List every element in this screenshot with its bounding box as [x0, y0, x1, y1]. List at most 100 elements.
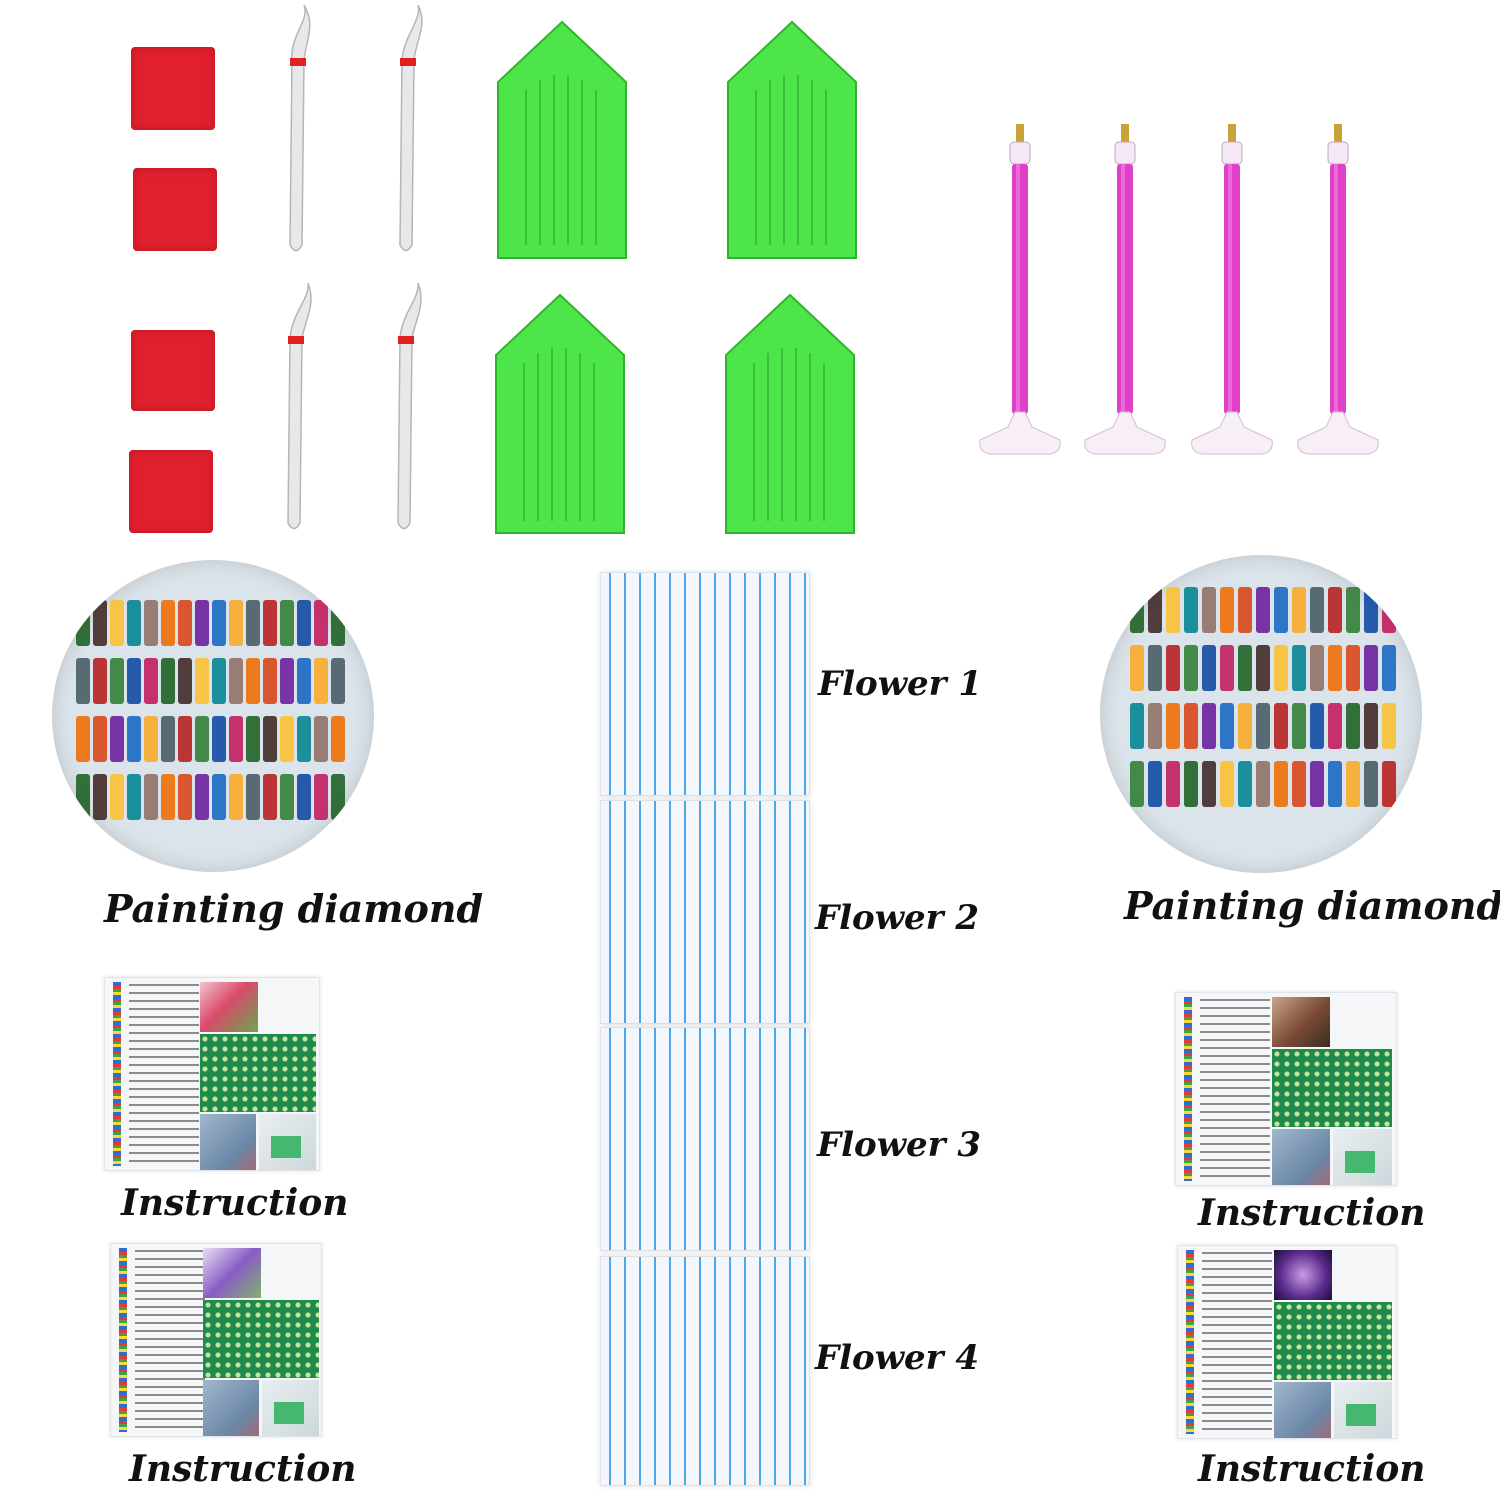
- diamond-bag: [76, 658, 90, 704]
- label-instruction-2: Instruction: [129, 1448, 357, 1490]
- diamond-bag: [1328, 645, 1342, 691]
- label-flower-4: Flower 4: [815, 1338, 980, 1378]
- wax-pad: [133, 168, 217, 251]
- diamond-bag: [1184, 645, 1198, 691]
- diamond-bag: [127, 600, 141, 646]
- diamond-bag: [331, 658, 345, 704]
- diamond-bag: [1202, 703, 1216, 749]
- diamond-bag: [1274, 761, 1288, 807]
- drill-pen-icon: [1297, 124, 1379, 455]
- diamond-bag: [1364, 703, 1378, 749]
- diamond-bag: [1328, 761, 1342, 807]
- tweezers-icon: [397, 282, 422, 530]
- diamond-bags-photo-right: [1100, 555, 1422, 873]
- diamond-bag: [76, 600, 90, 646]
- diamond-bag: [1292, 645, 1306, 691]
- label-instruction-1: Instruction: [121, 1182, 349, 1224]
- diamond-bag: [297, 600, 311, 646]
- diamond-bag: [314, 716, 328, 762]
- diamond-bag: [1130, 761, 1144, 807]
- diamond-bag: [1310, 587, 1324, 633]
- diamond-bag: [93, 658, 107, 704]
- diamond-bag: [1382, 645, 1396, 691]
- diamond-bag: [314, 600, 328, 646]
- diamond-bag: [110, 658, 124, 704]
- drill-pen-icon: [1084, 124, 1166, 455]
- diamond-bag: [144, 600, 158, 646]
- diamond-bag: [314, 658, 328, 704]
- diamond-bag: [1328, 587, 1342, 633]
- diamond-bag: [110, 716, 124, 762]
- diamond-bag: [246, 774, 260, 820]
- diamond-bag: [93, 600, 107, 646]
- diamond-bag: [1184, 703, 1198, 749]
- diamond-bag: [263, 774, 277, 820]
- diamond-bag: [195, 716, 209, 762]
- diamond-bag: [1130, 587, 1144, 633]
- diamond-bag: [1310, 703, 1324, 749]
- diamond-bag: [1256, 587, 1270, 633]
- diamond-bag: [93, 716, 107, 762]
- diamond-bag: [331, 716, 345, 762]
- diamond-bag: [1148, 703, 1162, 749]
- instruction-sheet-4: [1177, 1245, 1397, 1439]
- label-instruction-4: Instruction: [1198, 1448, 1426, 1490]
- diamond-bag: [1184, 587, 1198, 633]
- diamond-bag: [1256, 703, 1270, 749]
- label-flower-2: Flower 2: [815, 898, 980, 938]
- diamond-bag: [1364, 645, 1378, 691]
- diamond-bag: [1130, 645, 1144, 691]
- diamond-bag: [229, 600, 243, 646]
- diamond-bag: [1274, 645, 1288, 691]
- diamond-bag: [263, 716, 277, 762]
- diamond-bag: [1202, 587, 1216, 633]
- diamond-bag: [280, 774, 294, 820]
- diamond-bag: [297, 716, 311, 762]
- label-flower-3: Flower 3: [817, 1125, 982, 1165]
- diamond-bag: [280, 600, 294, 646]
- diamond-bag: [1292, 761, 1306, 807]
- diamond-bag: [1364, 587, 1378, 633]
- diamond-bag: [212, 658, 226, 704]
- diamond-bag: [110, 600, 124, 646]
- diamond-bag: [1220, 587, 1234, 633]
- diamond-bag: [297, 658, 311, 704]
- diamond-bag: [1166, 645, 1180, 691]
- diamond-bag: [1184, 761, 1198, 807]
- instruction-sheet-3: [1175, 992, 1397, 1186]
- instruction-sheet-2: [110, 1243, 322, 1437]
- diamond-bag: [1238, 587, 1252, 633]
- diamond-bag: [1256, 645, 1270, 691]
- diamond-bag: [1220, 645, 1234, 691]
- diamond-bag: [1166, 761, 1180, 807]
- diamond-bag: [1238, 645, 1252, 691]
- instruction-sheet-1: [104, 977, 320, 1171]
- diamond-bag: [1148, 761, 1162, 807]
- diamond-bag: [1202, 645, 1216, 691]
- diamond-bag: [1238, 761, 1252, 807]
- diamond-bag: [331, 774, 345, 820]
- diamond-bag: [331, 600, 345, 646]
- diamond-bag: [161, 658, 175, 704]
- tray-icon: [727, 20, 857, 259]
- diamond-bag: [1256, 761, 1270, 807]
- tweezers-icon: [289, 4, 311, 252]
- tray-icon: [495, 293, 625, 534]
- diamond-bag: [229, 774, 243, 820]
- diamond-bag: [1148, 587, 1162, 633]
- diamond-bag: [1310, 645, 1324, 691]
- diamond-bag: [195, 658, 209, 704]
- diamond-bag: [1346, 587, 1360, 633]
- flower-thumbnail: [200, 982, 258, 1032]
- diamond-bag: [93, 774, 107, 820]
- diamond-bag: [195, 774, 209, 820]
- diamond-bag: [1130, 703, 1144, 749]
- flower-thumbnail: [1272, 997, 1330, 1047]
- diamond-bag: [1166, 587, 1180, 633]
- tweezers-icon: [287, 282, 312, 530]
- diamond-bag: [1220, 761, 1234, 807]
- diamond-bag: [280, 716, 294, 762]
- flower-thumbnail: [203, 1248, 261, 1298]
- diamond-bag: [212, 774, 226, 820]
- tweezers-icon: [399, 4, 423, 252]
